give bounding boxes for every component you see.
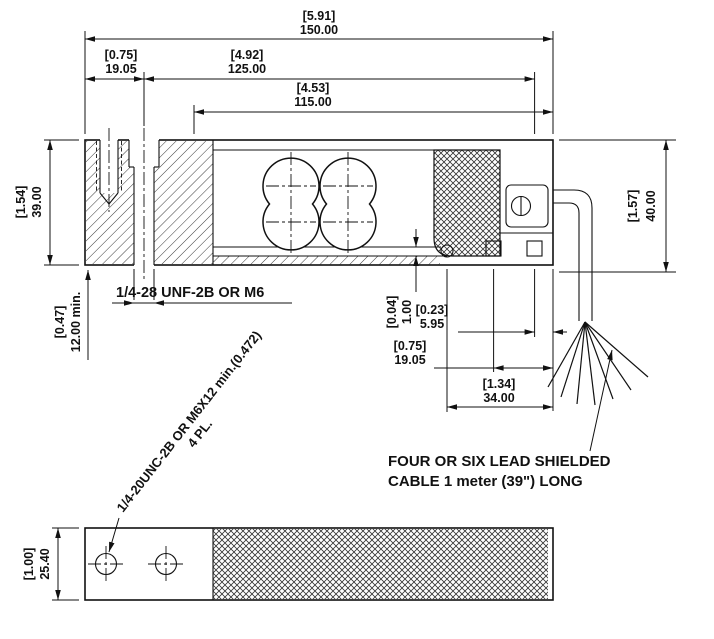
cable-note: FOUR OR SIX LEAD SHIELDED CABLE 1 meter … — [388, 349, 613, 490]
thread-callout-top: 1/4-28 UNF-2B OR M6 — [112, 269, 292, 306]
cable-note-line1: FOUR OR SIX LEAD SHIELDED — [388, 453, 611, 470]
dim-thread-depth-mm: 12.00 min. — [69, 292, 83, 352]
dim-1905-inch: [0.75] — [394, 339, 427, 353]
dim-offset19-mm: 19.05 — [105, 62, 136, 76]
dim-34-mm: 34.00 — [483, 391, 514, 405]
dim-115-mm: 115.00 — [294, 95, 332, 109]
dim-height-left: [1.54] 39.00 — [14, 139, 79, 266]
bottom-view — [84, 527, 554, 601]
dim-overall-length: [5.91] 150.00 — [84, 9, 554, 134]
bottom-view-hatch — [213, 529, 548, 599]
dim-125-inch: [4.92] — [231, 48, 264, 62]
wire-fan — [547, 321, 649, 406]
dim-offset19-inch: [0.75] — [105, 48, 138, 62]
dim-height-right-inch: [1.57] — [626, 190, 640, 223]
dim-width: [1.00] 25.40 — [22, 527, 79, 601]
mounting-hole-2 — [128, 128, 160, 282]
dim-125-mm: 125.00 — [228, 62, 266, 76]
dim-1905-mm: 19.05 — [394, 353, 425, 367]
cable — [547, 189, 649, 406]
bottom-view-body — [84, 527, 554, 601]
flexure-web-hatch — [213, 256, 440, 265]
thread-bottom-label-line1: 1/4-20UNC-2B OR M6X12 min.(0.472) — [114, 328, 265, 515]
dim-115: [4.53] 115.00 — [193, 81, 553, 134]
bottom-hole-centerlines — [88, 546, 184, 582]
load-hole-1 — [485, 240, 502, 257]
dim-web-inch: [0.04] — [385, 296, 399, 329]
strain-gauge-area — [433, 149, 501, 257]
load-hole-2 — [526, 240, 543, 257]
dim-115-inch: [4.53] — [297, 81, 330, 95]
dim-height-left-inch: [1.54] — [14, 186, 28, 219]
dim-web-gap: [0.04] 1.00 — [385, 229, 419, 329]
dim-height-right: [1.57] 40.00 — [559, 139, 676, 273]
seal-pocket — [505, 184, 549, 228]
dim-web-mm: 1.00 — [400, 300, 414, 324]
dim-34-inch: [1.34] — [483, 377, 516, 391]
dim-height-right-mm: 40.00 — [644, 190, 658, 221]
cable-note-line2: CABLE 1 meter (39") LONG — [388, 473, 583, 490]
dim-overall-mm: 150.00 — [300, 23, 338, 37]
main-view — [84, 128, 554, 282]
cutout-centerlines — [266, 152, 373, 256]
dim-height-left-mm: 39.00 — [30, 186, 44, 217]
dim-1905-bottom: [0.75] 19.05 — [394, 269, 553, 372]
thread-callout-bottom: 1/4-20UNC-2B OR M6X12 min.(0.472) 4 PL. — [108, 328, 265, 553]
dim-595-mm: 5.95 — [420, 317, 444, 331]
dim-thread-depth-inch: [0.47] — [53, 306, 67, 339]
thread-top-label: 1/4-28 UNF-2B OR M6 — [116, 285, 264, 301]
dim-34: [1.34] 34.00 — [446, 269, 553, 412]
dim-chain-19-125: [0.75] 19.05 [4.92] 125.00 — [85, 48, 536, 134]
dim-overall-inch: [5.91] — [303, 9, 336, 23]
dim-thread-depth: [0.47] 12.00 min. — [53, 270, 91, 360]
dim-width-inch: [1.00] — [22, 548, 36, 581]
dim-595: [0.23] 5.95 — [416, 269, 567, 411]
relief-hole — [440, 244, 454, 258]
dim-width-mm: 25.40 — [38, 548, 52, 579]
mounting-hole-1 — [96, 128, 122, 212]
dim-595-inch: [0.23] — [416, 303, 449, 317]
